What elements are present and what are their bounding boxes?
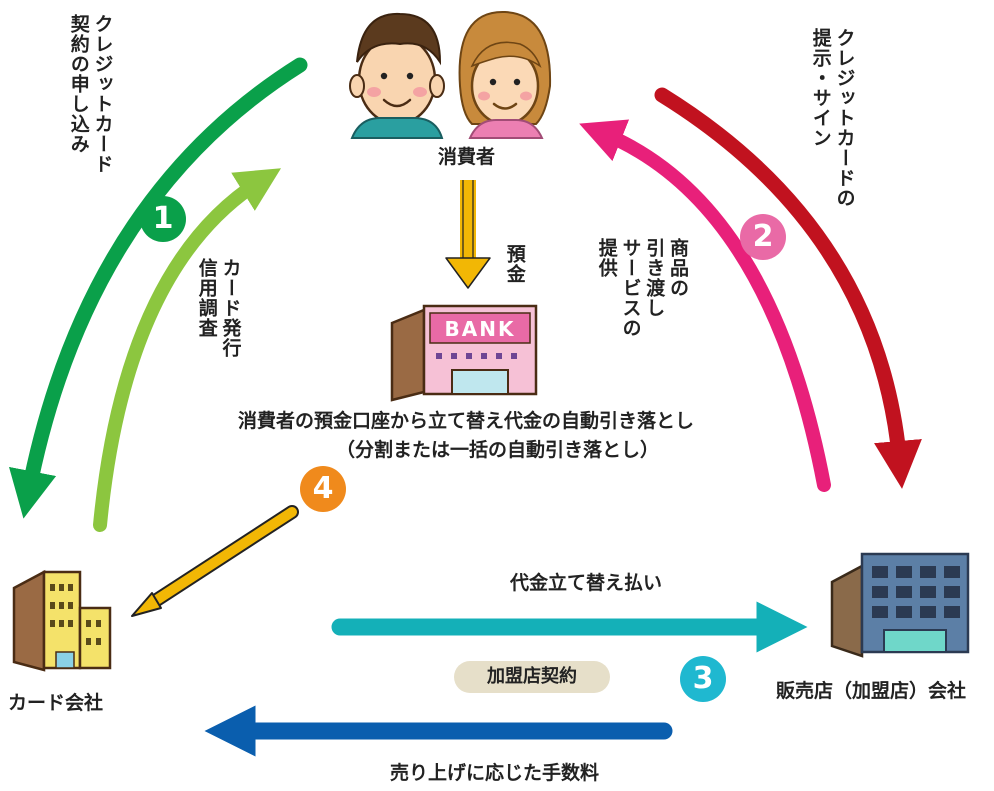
present-label: クレジットカードの提示・サイン: [809, 28, 856, 208]
consumer-woman-icon: [458, 10, 552, 139]
bank-building-icon: [390, 304, 538, 402]
goods-label: 商品の引き渡しサービスの提供: [595, 238, 689, 338]
auto-debit-line2: （分割または一括の自動引き落とし）: [336, 439, 660, 461]
arrow-debit-to-card-company: [131, 505, 299, 617]
step-4-badge: 4: [300, 466, 346, 512]
arrow-issue-to-consumer: [93, 168, 282, 532]
apply-label: クレジットカード契約の申し込み: [67, 14, 114, 174]
merchant-label: 販売店（加盟店）会社: [776, 680, 967, 702]
arrow-goods-to-consumer: [579, 119, 831, 492]
card-company-building-icon: [12, 569, 112, 672]
step-1-badge: 1: [140, 196, 186, 242]
issue-label: カード発行信用調査: [195, 258, 242, 358]
merchant-building-icon: [830, 552, 970, 658]
consumer-label: 消費者: [438, 146, 496, 168]
merchant-contract-badge: 加盟店契約: [454, 661, 610, 693]
deposit-label: 預金: [503, 244, 526, 284]
arrow-present-to-merchant: [654, 87, 922, 489]
arrow-apply-to-card-company: [8, 57, 308, 519]
fee-label: 売り上げに応じた手数料: [390, 762, 600, 784]
step-2-badge: 2: [740, 214, 786, 260]
advance-payment-label: 代金立て替え払い: [510, 572, 663, 594]
bank-sign-text: BANK: [445, 317, 516, 341]
auto-debit-line1: 消費者の預金口座から立て替え代金の自動引き落とし: [238, 410, 695, 432]
step-3-badge: 3: [680, 656, 726, 702]
consumer-man-icon: [349, 12, 445, 139]
card-company-label: カード会社: [8, 692, 104, 714]
arrow-deposit-to-bank: [445, 180, 491, 289]
